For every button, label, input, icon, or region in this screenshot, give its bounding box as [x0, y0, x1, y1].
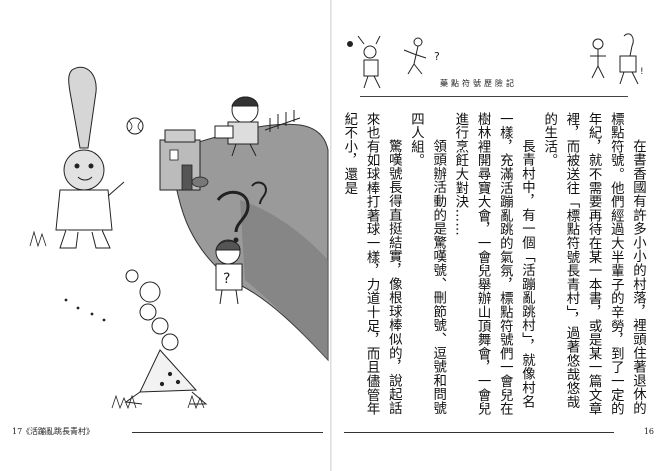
story-paragraph: 驚嘆號長得直挺結實，像根球棒似的，說起話來也有如球棒打著球一樣，力道十足，而且儘…: [341, 112, 401, 416]
hill-shadow: [240, 200, 328, 360]
story-paragraph: 領頭辦活動的是驚嘆號、刪節號、逗號和問號四人組。: [407, 112, 446, 415]
right-page: [332, 0, 663, 471]
reading-character-icon: [214, 96, 259, 157]
svg-text:?: ?: [434, 50, 440, 63]
header-decoration-icon: ? !: [347, 33, 644, 89]
story-paragraph: 長青村中，有一個「活蹦亂跳村」，就像村名一樣，充滿活蹦亂跳的氣氛，標點符號們一會…: [452, 112, 534, 416]
grass-icon: [29, 230, 205, 410]
right-header: ? ! 藥點符號歷險記: [340, 30, 658, 100]
story-illustration: ?: [29, 66, 329, 410]
small-animal-icon: [191, 176, 209, 188]
question-character-icon: ?: [215, 181, 268, 305]
left-page-number: 17: [12, 427, 23, 436]
story-paragraph: 在書香國有許多小小的村落，裡頭住著退休的標點符號。他們經過大半輩子的辛勞，到了一…: [541, 112, 645, 416]
svg-text:!: !: [640, 67, 644, 77]
chapter-header-title: 藥點符號歷險記: [440, 79, 517, 88]
left-page: ?: [0, 0, 331, 471]
bead-character-icon: [124, 269, 208, 405]
exclamation-character-icon: [55, 66, 125, 249]
left-footer: 17 《活蹦亂跳長青村》: [12, 425, 327, 439]
fence-icon: [264, 110, 301, 132]
book-gutter: [330, 0, 332, 471]
ellipsis-dots: [64, 298, 106, 322]
baseball-icon: [126, 117, 144, 135]
left-footer-title: 《活蹦亂跳長青村》: [22, 427, 94, 436]
right-footer-rule: [344, 432, 614, 433]
header-rule: [360, 96, 628, 97]
story-body-text: 在書香國有許多小小的村落，裡頭住著退休的標點符號。他們經過大半輩子的辛勞，到了一…: [341, 112, 648, 417]
right-footer: 16: [344, 425, 654, 439]
left-footer-rule: [132, 432, 323, 433]
right-page-number: 16: [643, 427, 654, 436]
svg-text:?: ?: [223, 271, 230, 287]
